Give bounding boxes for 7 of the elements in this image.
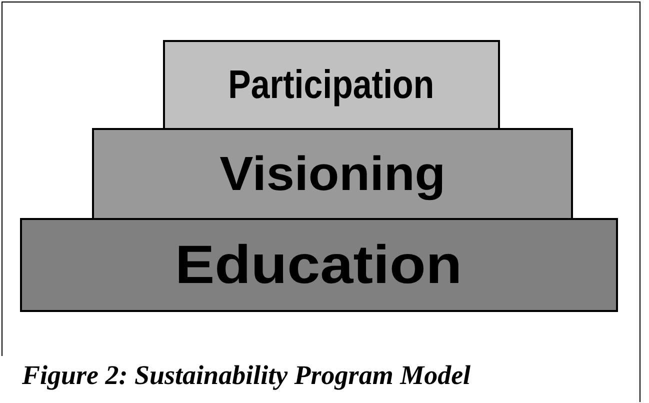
figure-caption: Figure 2: Sustainability Program Model bbox=[22, 360, 471, 391]
tier-label: Education bbox=[175, 234, 463, 296]
tier-label: Participation bbox=[228, 62, 434, 108]
tier-box bbox=[163, 40, 500, 130]
tier-box bbox=[92, 128, 573, 220]
tier-label: Visioning bbox=[220, 146, 446, 202]
tier-box bbox=[20, 218, 618, 312]
